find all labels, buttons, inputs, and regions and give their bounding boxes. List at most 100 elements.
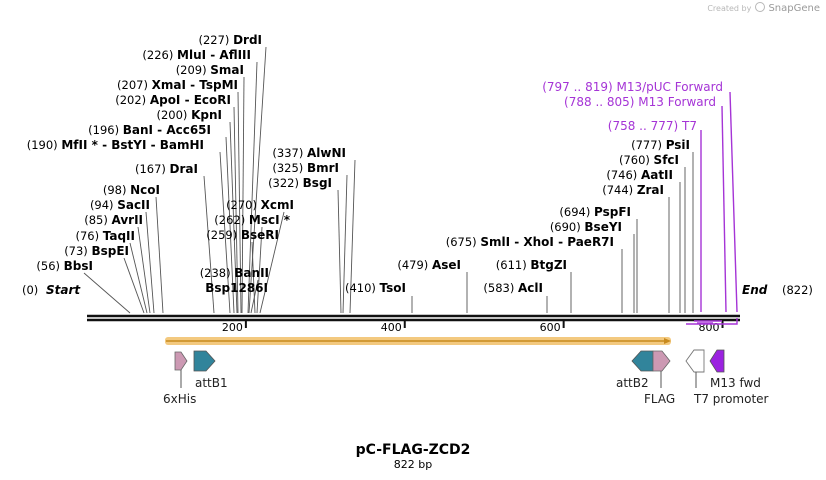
site-leader-bani [225, 136, 235, 314]
site-position: (777) [631, 138, 666, 152]
site-label-bspei[interactable]: (73) BspEI [64, 244, 129, 258]
feature-label-attb2: attB2 [616, 376, 649, 390]
site-label-pspfi[interactable]: (694) PspFI [559, 205, 631, 219]
site-label-mlui[interactable]: (226) MluI - AflIII [142, 48, 251, 62]
site-labels: (56) BbsI(73) BspEI(76) TaqII(85) AvrII(… [27, 33, 723, 295]
site-position: (190) [27, 138, 62, 152]
site-position: (694) [559, 205, 594, 219]
feature-t7-promoter[interactable]: T7 promoter [685, 349, 769, 406]
site-label-psii[interactable]: (777) PsiI [631, 138, 690, 152]
site-position: (337) [272, 146, 307, 160]
feature-6xhis[interactable]: 6xHis [163, 351, 196, 406]
site-label-avrii[interactable]: (85) AvrII [84, 213, 143, 227]
site-enzyme: SmlI - XhoI - PaeR7I [480, 235, 614, 249]
site-label-drdi[interactable]: (227) DrdI [198, 33, 262, 47]
site-enzyme: BanI - Acc65I [123, 123, 211, 137]
site-position: (322) [268, 176, 303, 190]
feature-label-t7-promoter: T7 promoter [693, 392, 769, 406]
site-leader-apoi [233, 106, 239, 314]
site-label-sfci[interactable]: (760) SfcI [619, 153, 679, 167]
site-label-btgzi[interactable]: (611) BtgZI [496, 258, 567, 272]
primer-label-t7[interactable]: (758 .. 777) T7 [608, 119, 697, 133]
site-label-asei[interactable]: (479) AseI [397, 258, 461, 272]
site-enzyme: BspEI [91, 244, 129, 258]
site-enzyme: DrdI [233, 33, 262, 47]
site-position: (207) [117, 78, 152, 92]
site-label-zrai[interactable]: (744) ZraI [602, 183, 664, 197]
site-enzyme: BseYI [584, 220, 622, 234]
site-enzyme: AatII [641, 168, 673, 182]
site-label-mfii[interactable]: (190) MfII * - BstYI - BamHI [27, 138, 204, 152]
site-enzyme: BsgI [303, 176, 332, 190]
site-position: (259) [206, 228, 241, 242]
primer-label-m13-forward[interactable]: (788 .. 805) M13 Forward [564, 95, 716, 109]
site-label-tsoi[interactable]: (410) TsoI [345, 281, 406, 295]
site-label-bmri[interactable]: (325) BmrI [272, 161, 339, 175]
feature-label-6xhis: 6xHis [163, 392, 196, 406]
site-enzyme: BbsI [64, 259, 93, 273]
site-position: (200) [157, 108, 192, 122]
site-position: (262) [214, 213, 249, 227]
start-label: Start [46, 283, 81, 297]
site-leader-bmri [342, 174, 348, 314]
site-label-smli[interactable]: (675) SmlI - XhoI - PaeR7I [446, 235, 614, 249]
primer-range: (758 .. 777) [608, 119, 682, 133]
orf-bar [165, 337, 671, 345]
site-label-bbsi[interactable]: (56) BbsI [36, 259, 93, 273]
site-label-aatii[interactable]: (746) AatII [606, 168, 673, 182]
end-label: End [742, 283, 768, 297]
site-label-bseri[interactable]: (259) BseRI [206, 228, 279, 242]
start-position: (0) [22, 283, 38, 297]
site-label-taqii[interactable]: (76) TaqII [75, 229, 135, 243]
site-leader-kpni [229, 121, 238, 314]
site-position: (202) [115, 93, 150, 107]
site-label-sacii[interactable]: (94) SacII [90, 198, 150, 212]
feature-flag[interactable]: FLAG [644, 350, 675, 406]
site-label-bseyi[interactable]: (690) BseYI [550, 220, 622, 234]
site-position: (611) [496, 258, 531, 272]
site-enzyme: MfII * - BstYI - BamHI [61, 138, 204, 152]
site-enzyme: XcmI [261, 198, 294, 212]
site-position: (583) [483, 281, 518, 295]
site-label-acli[interactable]: (583) AclI [483, 281, 543, 295]
site-label-apoi[interactable]: (202) ApoI - EcoRI [115, 93, 231, 107]
site-position: (56) [36, 259, 63, 273]
site-enzyme: TaqII [103, 229, 135, 243]
site-position: (209) [176, 63, 211, 77]
site-enzyme: Bsp1286I [205, 281, 268, 295]
site-label-bani[interactable]: (196) BanI - Acc65I [88, 123, 211, 137]
site-leader-bseri [251, 241, 256, 314]
sequence-backbone [87, 314, 740, 322]
site-enzyme: XmaI - TspMI [152, 78, 238, 92]
site-label-msci[interactable]: (262) MscI * [214, 213, 290, 227]
site-leader-lines [83, 46, 694, 314]
site-label-ncoi[interactable]: (98) NcoI [103, 183, 160, 197]
site-label-smai[interactable]: (209) SmaI [176, 63, 244, 77]
feature-m13-fwd[interactable]: M13 fwd [709, 349, 761, 390]
site-label-xcmi[interactable]: (270) XcmI [226, 198, 294, 212]
site-leader-ncoi [155, 196, 164, 314]
site-enzyme: TsoI [380, 281, 406, 295]
site-label-drai[interactable]: (167) DraI [135, 162, 198, 176]
site-position: (76) [75, 229, 102, 243]
site-label-bsp1286i[interactable]: Bsp1286I [205, 281, 268, 295]
site-position: (760) [619, 153, 654, 167]
site-position: (98) [103, 183, 130, 197]
site-label-banii[interactable]: (238) BanII [200, 266, 269, 280]
site-label-alwni[interactable]: (337) AlwNI [272, 146, 346, 160]
feature-label-attb1: attB1 [195, 376, 228, 390]
site-leader-drai [203, 175, 215, 314]
site-label-xmai[interactable]: (207) XmaI - TspMI [117, 78, 238, 92]
feature-attb2[interactable]: attB2 [616, 350, 654, 390]
site-label-kpni[interactable]: (200) KpnI [157, 108, 223, 122]
primer-label-m13-puc-forward[interactable]: (797 .. 819) M13/pUC Forward [542, 80, 723, 94]
site-label-bsgi[interactable]: (322) BsgI [268, 176, 332, 190]
site-leader-smai [241, 76, 245, 314]
site-position: (690) [550, 220, 585, 234]
feature-attb1[interactable]: attB1 [193, 350, 228, 390]
site-enzyme: MscI * [249, 213, 291, 227]
site-position: (746) [606, 168, 641, 182]
site-enzyme: BanII [234, 266, 269, 280]
site-enzyme: AclI [518, 281, 543, 295]
